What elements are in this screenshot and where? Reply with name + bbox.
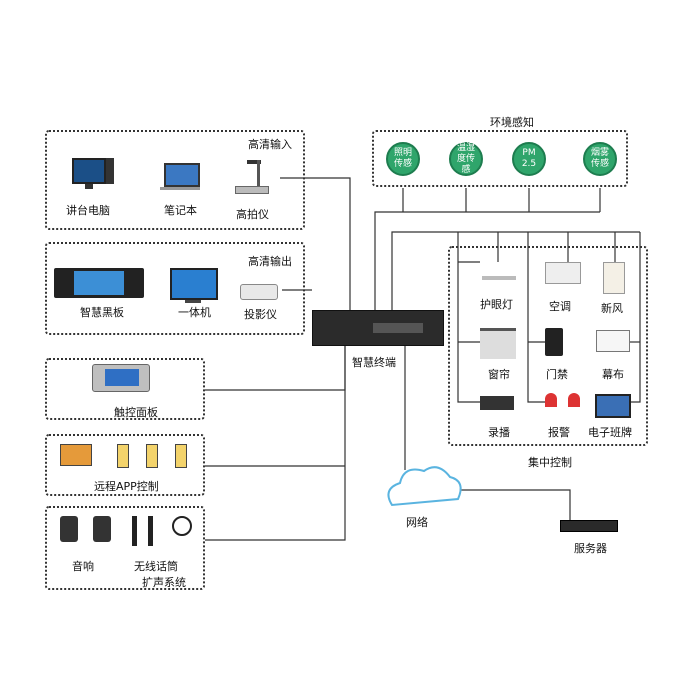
wireless-mic-label: 无线话筒 (134, 560, 178, 573)
recording-label: 录播 (488, 426, 510, 439)
cloud-icon (387, 466, 462, 507)
all-in-one-icon (170, 268, 218, 303)
class-board-icon (595, 394, 631, 418)
env-group (372, 130, 628, 187)
pa-group (45, 506, 205, 590)
pa-system-label: 扩声系统 (142, 576, 186, 589)
podium-pc-label: 讲台电脑 (66, 204, 110, 217)
remote-app-group (45, 434, 205, 496)
pc-icon (72, 158, 114, 189)
laptop-label: 笔记本 (164, 204, 197, 217)
screen-icon (596, 330, 630, 352)
server-icon (560, 520, 618, 532)
network-label: 网络 (406, 516, 428, 529)
speaker-icon (60, 516, 112, 546)
terminal-icon (312, 310, 444, 346)
projector-icon (240, 284, 278, 300)
curtain-icon (480, 328, 516, 359)
class-board-label: 电子班牌 (588, 426, 632, 439)
alarm-label: 报警 (548, 426, 570, 439)
ac-icon (545, 262, 581, 284)
central-group (448, 246, 648, 446)
curtain-label: 窗帘 (488, 368, 510, 381)
smart-board-label: 智慧黑板 (80, 306, 124, 319)
fresh-air-label: 新风 (601, 302, 623, 315)
hd-output-group (45, 242, 305, 335)
laptop-icon (160, 163, 200, 190)
touch-panel-icon (92, 364, 150, 392)
eye-lamp-label: 护眼灯 (480, 298, 513, 311)
fresh-air-icon (603, 262, 625, 294)
hd-input-group (45, 130, 305, 230)
all-in-one-label: 一体机 (178, 306, 211, 319)
microphone-icon (132, 516, 193, 550)
door-access-icon (545, 328, 563, 356)
server-label: 服务器 (574, 542, 607, 555)
central-label: 集中控制 (528, 456, 572, 469)
speaker-label: 音响 (72, 560, 94, 573)
screen-label: 幕布 (602, 368, 624, 381)
env-label: 环境感知 (490, 116, 534, 129)
smoke-sensor-icon: 烟雾传感 (583, 142, 617, 176)
recording-icon (480, 396, 514, 410)
doc-camera-label: 高拍仪 (236, 208, 269, 221)
temp-humidity-sensor-icon: 温湿度传感 (449, 142, 483, 176)
touch-panel-group (45, 358, 205, 420)
smart-board-icon (54, 268, 144, 298)
remote-app-icon (60, 444, 188, 472)
projector-label: 投影仪 (244, 308, 277, 321)
hd-output-label: 高清输出 (248, 255, 292, 268)
ac-label: 空调 (549, 300, 571, 313)
light-sensor-icon: 照明传感 (386, 142, 420, 176)
eye-lamp-icon (482, 262, 516, 280)
door-access-label: 门禁 (546, 368, 568, 381)
remote-app-label: 远程APP控制 (94, 480, 159, 493)
touch-panel-label: 触控面板 (114, 406, 158, 419)
terminal-label: 智慧终端 (352, 356, 396, 369)
alarm-icon (545, 392, 581, 411)
hd-input-label: 高清输入 (248, 138, 292, 151)
